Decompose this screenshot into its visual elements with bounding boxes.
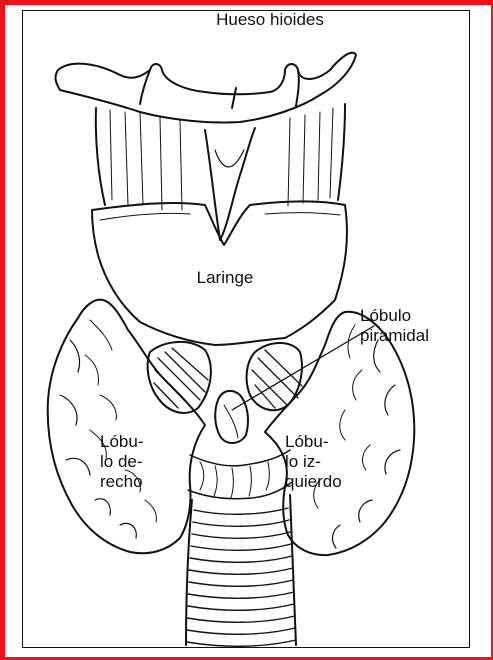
- thyrohyoid-membrane: [96, 104, 345, 205]
- cricothyroid-muscle-right: [148, 342, 211, 413]
- pyramidal-leader-line: [232, 326, 374, 410]
- pyramidal-lobe: [215, 391, 248, 443]
- hyoid-bone: [56, 53, 356, 123]
- label-larynx: Laringe: [185, 268, 265, 288]
- label-pyramidal-lobe: Lóbulo piramidal: [360, 306, 470, 346]
- label-hyoid-bone: Hueso hioides: [200, 10, 340, 30]
- label-right-lobe: Lóbu- lo de- recho: [100, 432, 170, 492]
- label-left-lobe: Lóbu- lo iz- quierdo: [285, 432, 365, 492]
